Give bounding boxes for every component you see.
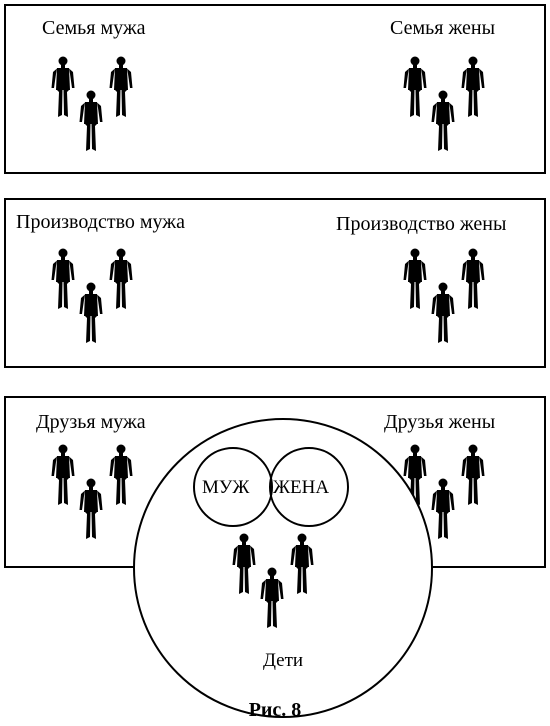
wife-work-label: Производство жены [336, 213, 507, 235]
wife-family-group [402, 56, 502, 156]
person-silhouette-icon [289, 533, 315, 595]
wife-friends-label: Друзья жены [384, 411, 496, 433]
wife-work-group [402, 248, 502, 348]
person-silhouette-icon [50, 444, 76, 506]
person-silhouette-icon [430, 282, 456, 344]
person-silhouette-icon [108, 56, 134, 118]
person-silhouette-icon [460, 444, 486, 506]
person-silhouette-icon [460, 248, 486, 310]
husband-friends-label: Друзья мужа [36, 411, 146, 433]
person-silhouette-icon [50, 56, 76, 118]
family-panel: Семья мужа Семья жены [4, 4, 546, 174]
wife-friends-group [402, 444, 502, 544]
person-silhouette-icon [78, 478, 104, 540]
work-panel: Производство мужа Производство жены [4, 198, 546, 368]
person-silhouette-icon [259, 567, 285, 629]
husband-family-label: Семья мужа [42, 17, 146, 39]
husband-work-label: Производство мужа [16, 211, 185, 233]
person-silhouette-icon [78, 282, 104, 344]
figure-caption: Рис. 8 [248, 699, 302, 721]
wife-label: ЖЕНА [273, 477, 330, 498]
person-silhouette-icon [78, 90, 104, 152]
person-silhouette-icon [430, 90, 456, 152]
person-silhouette-icon [402, 248, 428, 310]
person-silhouette-icon [108, 248, 134, 310]
husband-work-group [50, 248, 150, 348]
person-silhouette-icon [430, 478, 456, 540]
person-silhouette-icon [460, 56, 486, 118]
husband-label: МУЖ [202, 477, 250, 498]
wife-family-label: Семья жены [390, 17, 496, 39]
family-circle: МУЖ ЖЕНА Дети [133, 418, 433, 718]
children-label: Дети [262, 650, 304, 671]
husband-friends-group [50, 444, 150, 544]
wife-circle [269, 447, 349, 527]
person-silhouette-icon [50, 248, 76, 310]
person-silhouette-icon [108, 444, 134, 506]
person-silhouette-icon [231, 533, 257, 595]
husband-family-group [50, 56, 150, 156]
person-silhouette-icon [402, 56, 428, 118]
children-group [231, 533, 331, 633]
